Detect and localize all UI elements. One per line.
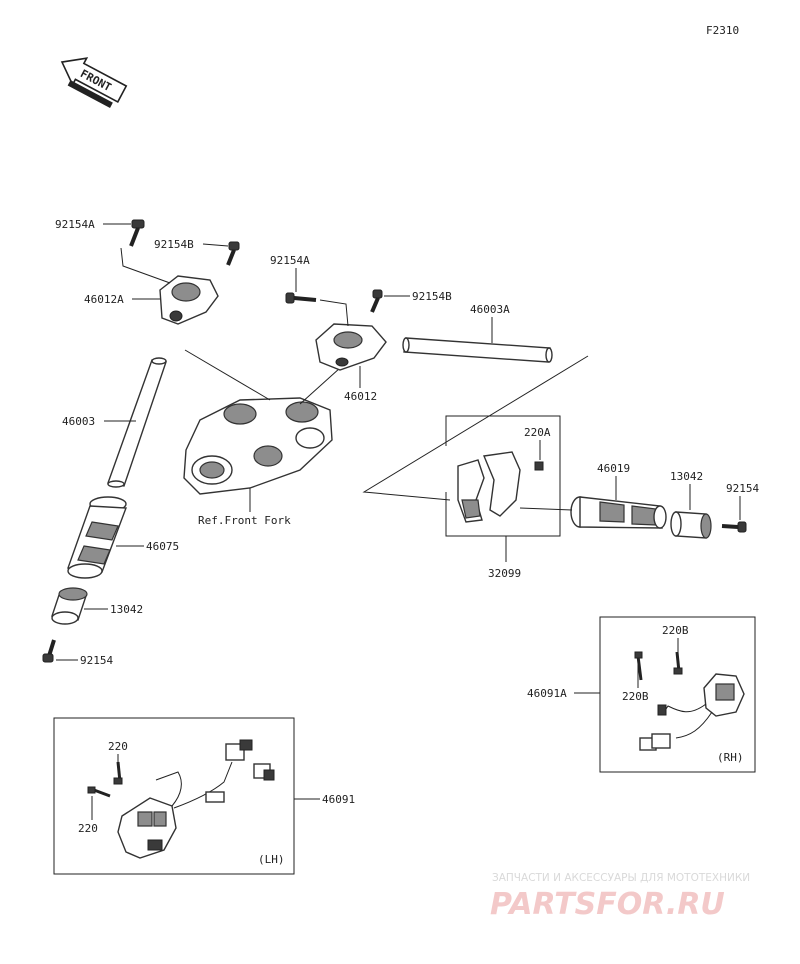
callout-220b-bottom: 220B bbox=[622, 690, 649, 703]
callout-ref-front-fork: Ref.Front Fork bbox=[198, 514, 291, 527]
callout-92154a-top: 92154A bbox=[55, 218, 95, 231]
watermark-logo: PARTSFOR.RU bbox=[490, 887, 725, 922]
rh-label: (RH) bbox=[717, 751, 744, 764]
callout-220-top: 220 bbox=[108, 740, 128, 753]
bar-end-weight-left bbox=[51, 587, 88, 625]
figure-code: F2310 bbox=[706, 24, 739, 37]
callout-92154b-mid: 92154B bbox=[412, 290, 452, 303]
bolt-92154b-top bbox=[226, 241, 240, 266]
throttle-grip-right bbox=[570, 496, 667, 529]
handlebar-pipe-right bbox=[402, 337, 553, 363]
callout-92154-left: 92154 bbox=[80, 654, 113, 667]
callout-46019: 46019 bbox=[597, 462, 630, 475]
bolt-92154a-top bbox=[129, 219, 145, 247]
callout-46091a: 46091A bbox=[527, 687, 567, 700]
callout-46012: 46012 bbox=[344, 390, 377, 403]
callout-46003a: 46003A bbox=[470, 303, 510, 316]
bolt-92154-right bbox=[721, 521, 747, 533]
bar-end-weight-right bbox=[670, 511, 712, 539]
callout-46091: 46091 bbox=[322, 793, 355, 806]
lh-label: (LH) bbox=[258, 853, 285, 866]
bolt-92154-left bbox=[42, 639, 56, 663]
throttle-case-group bbox=[445, 415, 561, 537]
callout-92154a-mid: 92154A bbox=[270, 254, 310, 267]
callout-13042-left: 13042 bbox=[110, 603, 143, 616]
callout-220b-top: 220B bbox=[662, 624, 689, 637]
handlebar-clamp-right bbox=[315, 323, 387, 371]
handlebar-clamp-left bbox=[159, 275, 219, 325]
front-arrow-icon: FRONT bbox=[60, 57, 128, 108]
handlebar-grip-left bbox=[67, 496, 127, 579]
handlebar-pipe-left bbox=[107, 357, 167, 488]
upper-triple-clamp bbox=[183, 397, 333, 495]
callout-32099: 32099 bbox=[488, 567, 521, 580]
watermark-tagline: ЗАПЧАСТИ И АКСЕССУАРЫ ДЛЯ МОТОТЕХНИКИ bbox=[492, 872, 750, 884]
callout-46012a: 46012A bbox=[84, 293, 124, 306]
callout-220-bottom: 220 bbox=[78, 822, 98, 835]
switch-rh-group bbox=[599, 616, 756, 773]
callout-92154-right: 92154 bbox=[726, 482, 759, 495]
callout-13042-right: 13042 bbox=[670, 470, 703, 483]
callout-220a: 220A bbox=[524, 426, 551, 439]
switch-lh-group bbox=[53, 717, 295, 875]
callout-92154b-top: 92154B bbox=[154, 238, 194, 251]
bolt-92154b-mid bbox=[370, 289, 383, 313]
bolt-92154a-mid bbox=[285, 292, 317, 304]
callout-46075: 46075 bbox=[146, 540, 179, 553]
callout-46003: 46003 bbox=[62, 415, 95, 428]
